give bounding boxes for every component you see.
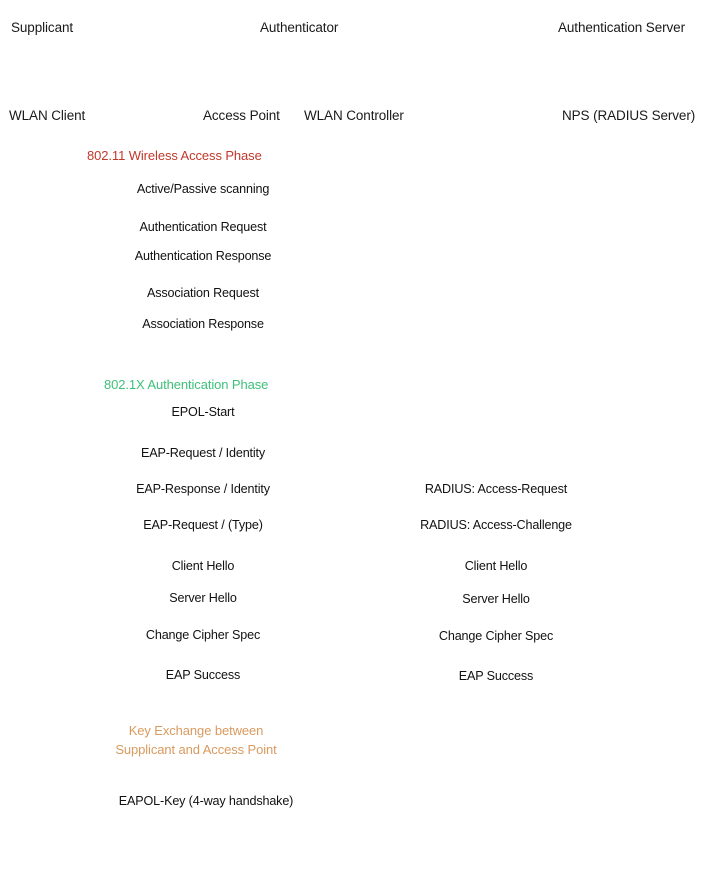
message-label: Change Cipher Spec [438, 629, 554, 643]
message-label: EPOL-Start [171, 405, 235, 419]
message-label: EAP-Request / Identity [140, 446, 266, 460]
message-label: EAP-Response / Identity [136, 482, 270, 496]
phase-label-dot1x-authentication: 802.1X Authentication Phase [104, 377, 269, 392]
authenticator-group-ellipse [198, 32, 386, 116]
message-label: EAP-Request / (Type) [143, 518, 263, 532]
message-label: EAP Success [165, 668, 241, 682]
message-label: Change Cipher Spec [145, 628, 261, 642]
message-label: RADIUS: Access-Request [424, 482, 568, 496]
actor-role-supplicant: Supplicant [11, 20, 74, 35]
message-label: Association Request [147, 286, 259, 300]
wlan-controller-icon [311, 59, 389, 89]
message-label: Active/Passive scanning [136, 182, 270, 196]
message-label: Association Response [142, 317, 264, 331]
phase-ellipse-dot1x-authentication [55, 373, 625, 711]
phase-label-key-exchange-line2: Supplicant and Access Point [115, 742, 277, 757]
message-label: RADIUS: Access-Challenge [420, 518, 572, 532]
actor-name-access-point: Access Point [203, 108, 280, 123]
message-label: Server Hello [462, 592, 530, 606]
server-icon [617, 43, 661, 104]
actor-name-wlan-controller: WLAN Controller [304, 108, 404, 123]
phase-label-key-exchange-line1: Key Exchange between [128, 723, 264, 738]
message-label: Authentication Request [139, 220, 267, 234]
actor-name-nps-radius-server: NPS (RADIUS Server) [562, 108, 696, 123]
actor-name-wlan-client: WLAN Client [9, 108, 86, 123]
access-point-icon [212, 48, 276, 94]
message-label: Client Hello [171, 559, 235, 573]
message-label: Client Hello [464, 559, 528, 573]
message-label: Server Hello [169, 591, 237, 605]
actor-role-authentication-server: Authentication Server [558, 20, 685, 35]
message-label: EAPOL-Key (4-way handshake) [118, 794, 294, 808]
laptop-icon [2, 48, 80, 99]
message-label: Authentication Response [134, 249, 272, 263]
message-label: EAP Success [458, 669, 534, 683]
actor-role-authenticator: Authenticator [260, 20, 339, 35]
phase-label-wireless-access: 802.11 Wireless Access Phase [87, 148, 262, 163]
